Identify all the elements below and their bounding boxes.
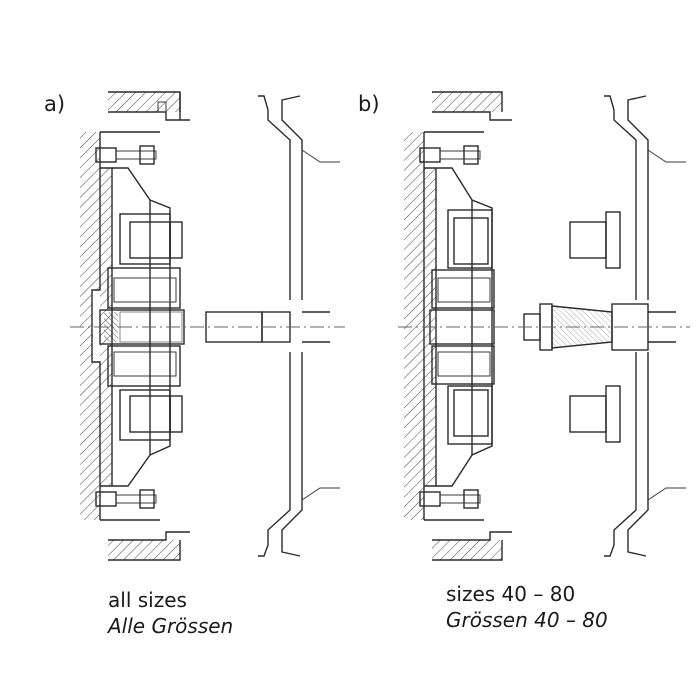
panel-b-shaft (523, 303, 676, 351)
panel-a-bolt-top (95, 145, 157, 165)
panel-b-driven-plate (604, 95, 686, 557)
panel-b-label: b) (358, 92, 380, 116)
panel-a-hub (99, 213, 185, 441)
panel-a-driven-plate (258, 95, 340, 557)
panel-a-top-housing (108, 91, 190, 121)
panel-a-bottom-housing (108, 531, 190, 561)
panel-b-top-housing (432, 91, 512, 121)
panel-b-bolt-bottom (419, 489, 481, 509)
panel-b-caption-en: sizes 40 – 80 (446, 582, 576, 606)
panel-b-drive-pins (569, 211, 621, 443)
panel-a-caption-en: all sizes (108, 588, 187, 612)
panel-b-caption-de: Grössen 40 – 80 (446, 608, 608, 632)
panel-b-bottom-housing (432, 531, 512, 561)
panel-b-drawing (398, 91, 690, 561)
panel-b-bolt-top (419, 145, 481, 165)
panel-a-drawing (70, 91, 345, 561)
panel-b-hub (429, 209, 495, 445)
panel-a-caption-de: Alle Grössen (108, 614, 234, 638)
panel-a-bolt-bottom (95, 489, 157, 509)
panel-a-label: a) (44, 92, 66, 116)
